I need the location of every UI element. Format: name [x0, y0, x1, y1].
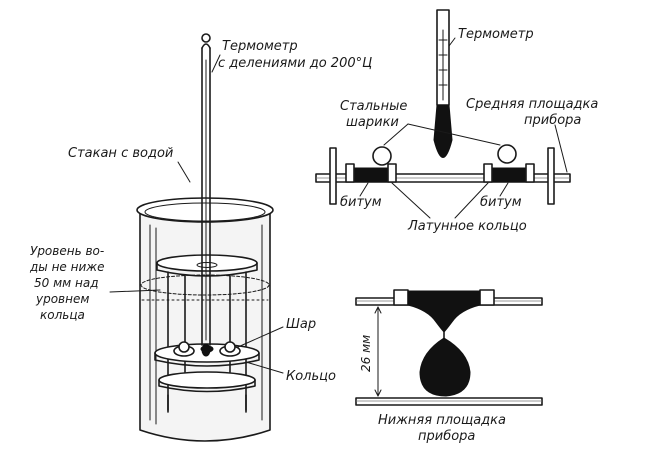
thermometer-200: [201, 33, 211, 357]
bitumen-right-label: битум: [480, 195, 522, 210]
thermometer-200-label-line1: Термометр: [222, 39, 298, 54]
water-level-label-line1: Уровень во-: [30, 244, 104, 258]
lower-plate-label-line1: Нижняя площадка: [378, 413, 506, 428]
ball-label: Шар: [286, 317, 316, 332]
bitumen-left-label: битум: [340, 195, 382, 210]
thermometer: [433, 9, 453, 158]
brass-ring-label: Латунное кольцо: [407, 219, 527, 234]
upper-plate: [156, 254, 258, 277]
middle-plate-label-line2: прибора: [524, 113, 581, 128]
steel-balls-label-line1: Стальные: [340, 99, 407, 114]
upper-cross-section: [315, 9, 571, 205]
upper-leader-lines: [359, 37, 568, 219]
left-leader-lines: [109, 54, 284, 374]
lower-cross-section: [355, 289, 543, 406]
beaker: [136, 197, 274, 442]
steel-balls-label-line2: шарики: [346, 115, 399, 130]
beaker-assembly: [136, 33, 274, 442]
water-level-label-line4: уровнем: [35, 292, 89, 306]
lower-plate-label-line2: прибора: [418, 429, 475, 444]
ring-label: Кольцо: [286, 369, 336, 384]
water-level-label-line5: кольца: [40, 308, 85, 322]
thermometer-200-label-line2: с делениями до 200°Ц: [218, 56, 372, 71]
lower-plate: [158, 371, 256, 393]
distance-label: 26 мм: [359, 335, 373, 372]
water-level-label-line2: ды не ниже: [29, 260, 104, 274]
middle-plate-label-line1: Средняя площадка: [466, 97, 598, 112]
water-level-label-line3: 50 мм над: [34, 276, 99, 290]
beaker-label: Стакан с водой: [68, 146, 173, 161]
thermometer-label: Термометр: [458, 27, 534, 42]
